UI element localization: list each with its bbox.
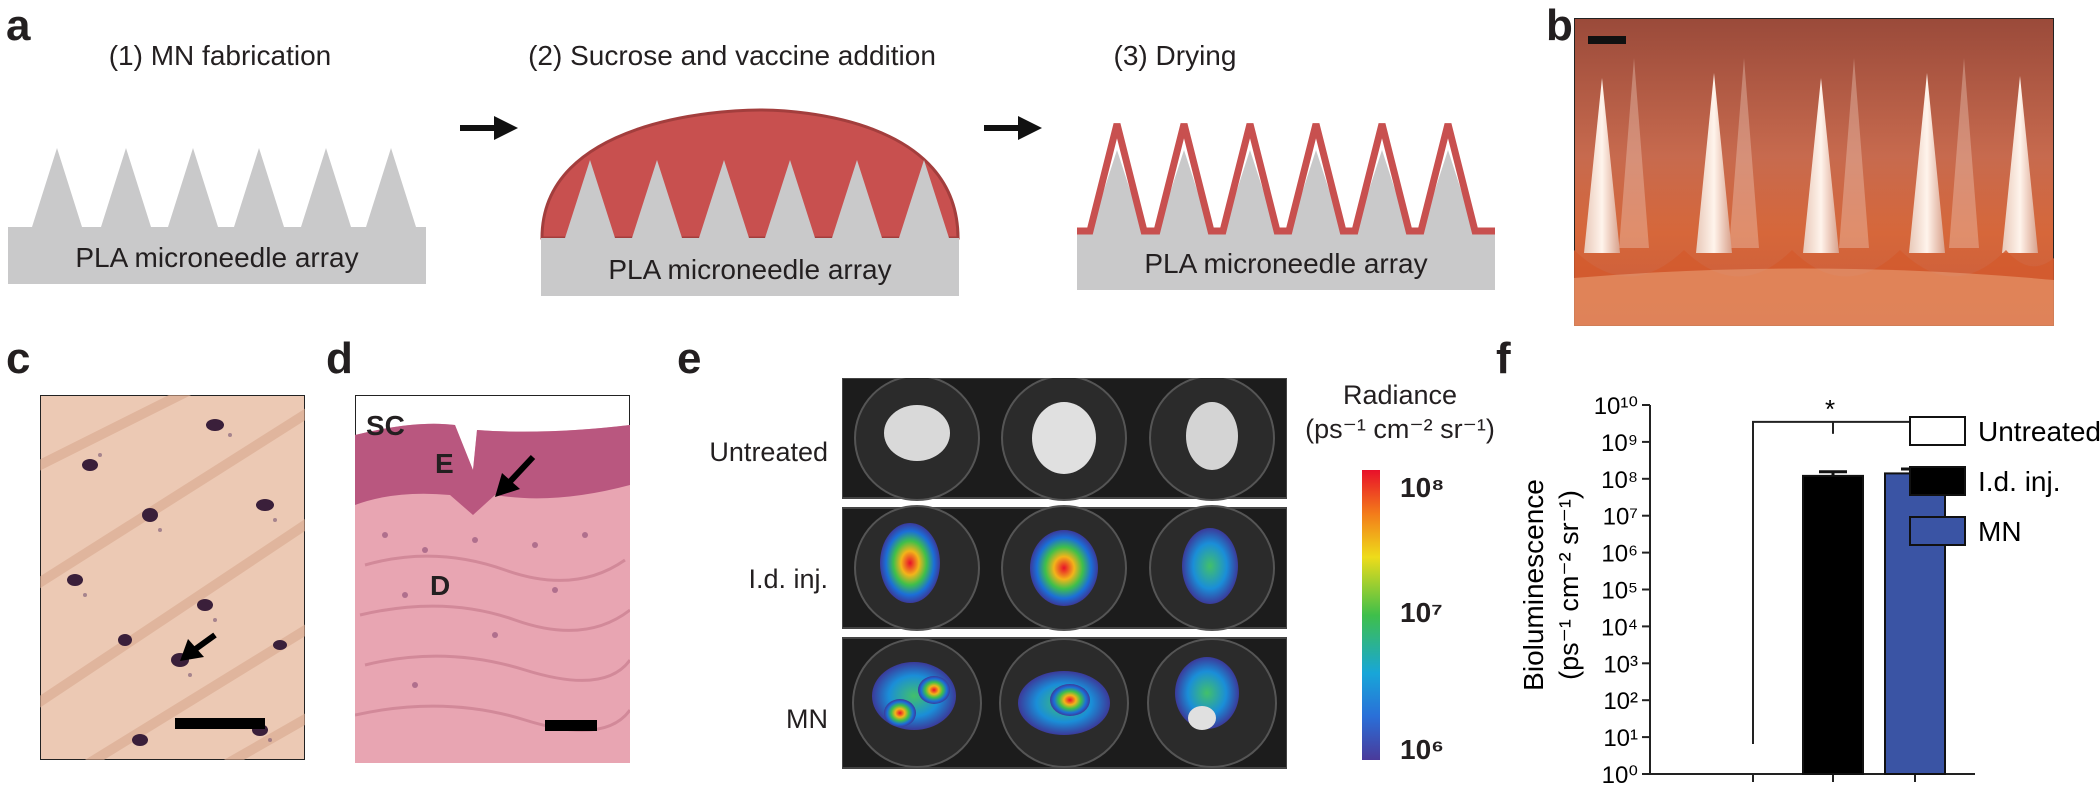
significance-star: * xyxy=(1825,394,1835,424)
scale-bar-d xyxy=(545,720,597,731)
step-2-base-label: PLA microneedle array xyxy=(608,254,892,285)
microneedle-photo xyxy=(1574,18,2054,326)
panel-letter-a: a xyxy=(6,1,31,50)
arrow-marker-d xyxy=(495,454,536,497)
colorbar-title-line2: (ps⁻¹ cm⁻² sr⁻¹) xyxy=(1305,414,1495,444)
image-row-mn xyxy=(842,637,1287,769)
legend-label: Untreated xyxy=(1978,416,2100,447)
y-tick-label: 10¹ xyxy=(1603,725,1638,752)
bar-i-d-inj- xyxy=(1802,474,1864,776)
fabrication-schematic xyxy=(8,108,1495,296)
colorbar-tick-bottom: 10⁶ xyxy=(1400,734,1445,765)
step-2-title: (2) Sucrose and vaccine addition xyxy=(528,40,936,71)
bars xyxy=(1752,467,1946,782)
label-epidermis: E xyxy=(435,448,454,479)
legend-swatch xyxy=(1909,416,1966,446)
y-tick-label: 10⁰ xyxy=(1602,762,1638,789)
step-1-base-label: PLA microneedle array xyxy=(75,242,359,273)
step-3-base-label: PLA microneedle array xyxy=(1144,248,1428,279)
y-tick-label: 10⁸ xyxy=(1601,467,1638,494)
colorbar-tick-top: 10⁸ xyxy=(1400,472,1445,503)
radiance-colorbar xyxy=(1362,470,1380,760)
row-label-untreated: Untreated xyxy=(709,437,828,467)
skin-staining-micrograph xyxy=(40,395,305,760)
y-tick-label: 10¹⁰ xyxy=(1594,393,1638,420)
arrow-marker-c xyxy=(180,632,217,661)
image-row-untreated xyxy=(842,378,1287,501)
y-tick-label: 10⁶ xyxy=(1601,541,1638,568)
y-axis-label-line1: Bioluminescence xyxy=(1518,479,1549,691)
legend-swatch xyxy=(1909,516,1966,546)
colorbar-title-line1: Radiance xyxy=(1342,380,1458,410)
row-label-mn: MN xyxy=(786,704,828,734)
step-2-coated-array xyxy=(540,108,960,296)
legend-label: MN xyxy=(1978,516,2022,547)
colorbar-tick-mid: 10⁷ xyxy=(1400,597,1443,628)
y-axis: 10⁰ 10¹ 10² 10³ 10⁴ 10⁵ 10⁶ 10⁷ 10⁸ 10⁹ 10¹⁰ xyxy=(1594,393,1975,789)
legend-label: I.d. inj. xyxy=(1978,466,2060,497)
step-1-title: (1) MN fabrication xyxy=(108,40,332,71)
image-row-id-inj xyxy=(842,505,1287,631)
process-arrow-1 xyxy=(460,116,518,140)
step-3-title: (3) Drying xyxy=(1113,40,1237,71)
row-label-id-inj: I.d. inj. xyxy=(748,564,828,594)
panel-letter-e: e xyxy=(677,334,702,383)
y-tick-label: 10⁵ xyxy=(1601,578,1638,605)
bioluminescence-bar-chart: Bioluminescence (ps⁻¹ cm⁻² sr⁻¹) 10⁰10¹1… xyxy=(1518,393,2100,789)
y-tick-label: 10⁹ xyxy=(1601,430,1638,457)
process-arrow-2 xyxy=(984,116,1042,140)
scale-bar-c xyxy=(175,718,265,729)
y-tick-label: 10² xyxy=(1603,688,1638,715)
step-1-microneedle-array xyxy=(8,148,426,284)
panel-letter-f: f xyxy=(1496,334,1511,383)
y-tick-label: 10³ xyxy=(1603,651,1638,678)
panel-letter-b: b xyxy=(1546,1,1573,50)
y-tick-label: 10⁷ xyxy=(1603,504,1638,531)
step-3-dried-array xyxy=(1077,123,1495,290)
y-tick-label: 10⁴ xyxy=(1601,614,1638,641)
label-stratum-corneum: SC xyxy=(366,410,405,441)
y-axis-label-line2: (ps⁻¹ cm⁻² sr⁻¹) xyxy=(1554,490,1584,680)
scale-bar-b xyxy=(1588,36,1626,44)
panel-letter-c: c xyxy=(6,334,31,383)
histology-section xyxy=(355,395,630,763)
legend-swatch xyxy=(1909,466,1966,496)
panel-letter-d: d xyxy=(326,334,353,383)
bioluminescence-image-grid xyxy=(842,378,1287,769)
label-dermis: D xyxy=(430,570,451,601)
